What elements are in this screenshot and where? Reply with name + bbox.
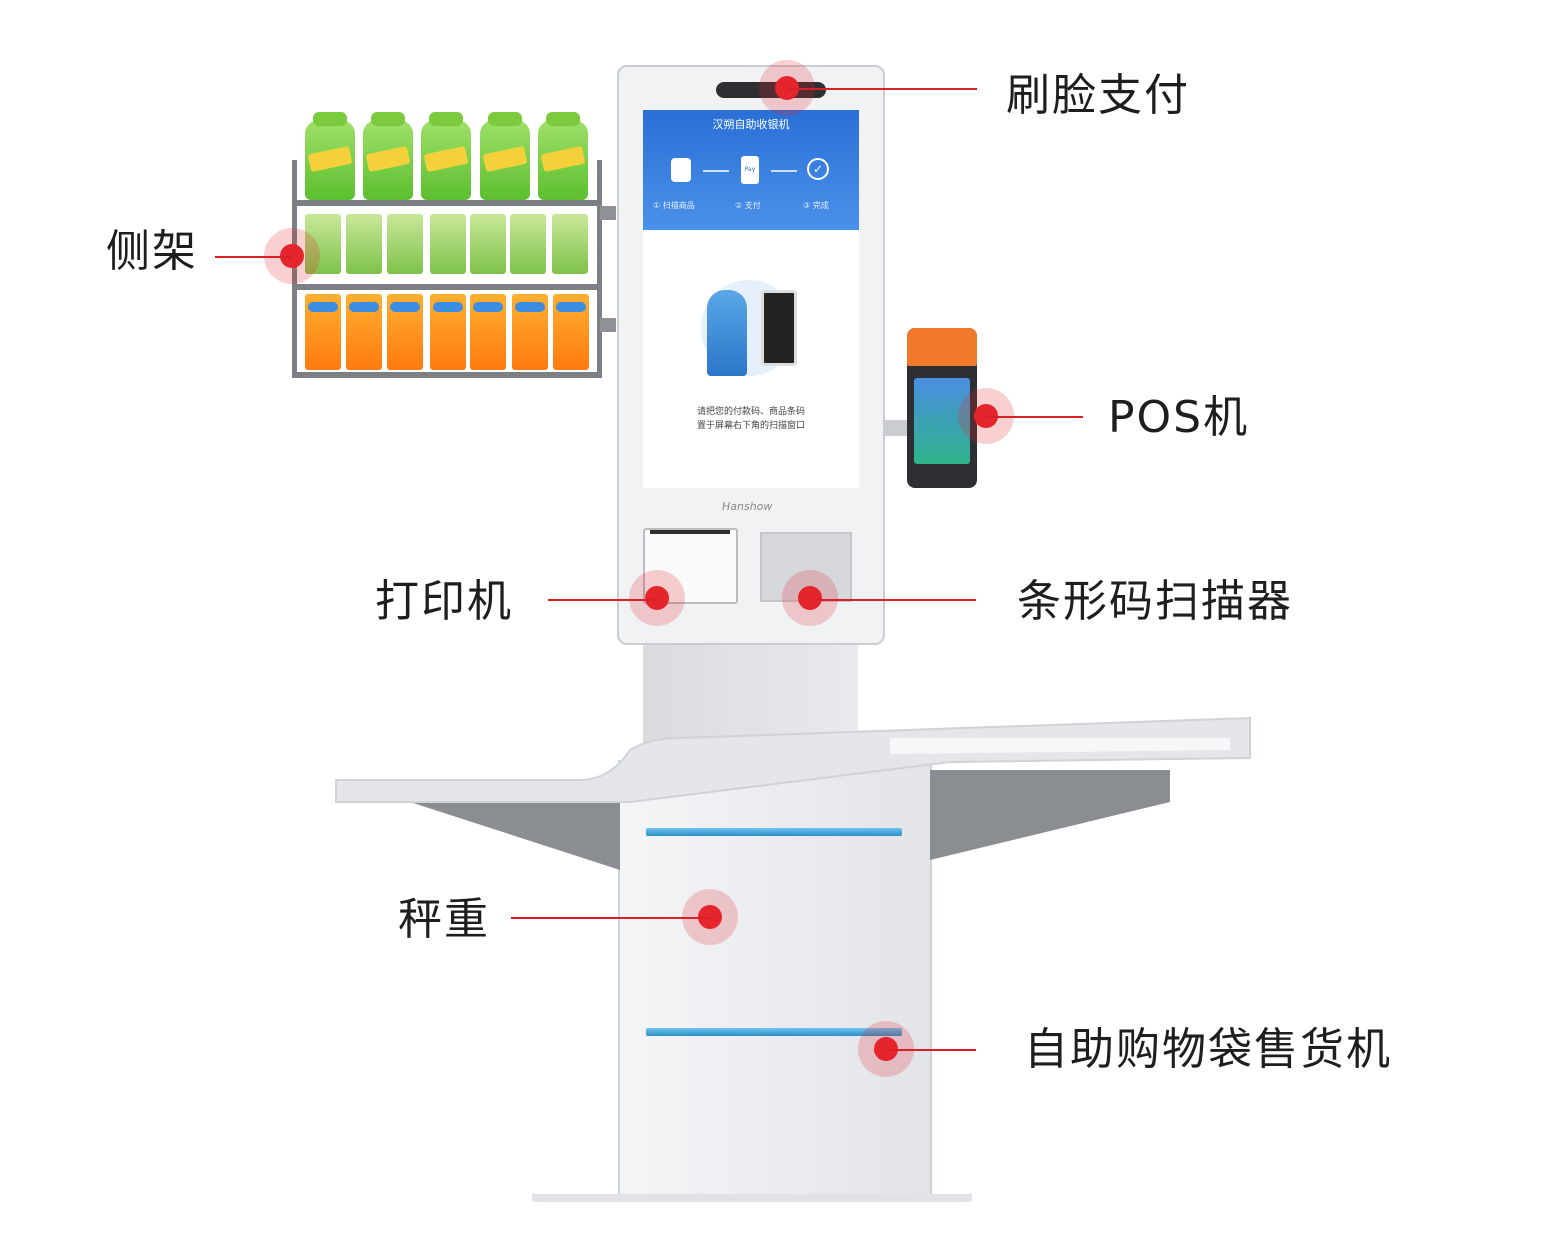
bag-vending-leader-line: [886, 1049, 976, 1051]
bag-slot-lower: [646, 1028, 902, 1036]
printer-leader-line: [548, 599, 657, 601]
gum-pack: [387, 214, 423, 274]
face-pay-label: 刷脸支付: [1006, 70, 1190, 121]
neck-column: [643, 640, 858, 750]
pos-label: POS机: [1108, 392, 1250, 443]
step-pay: ② 支付: [735, 201, 761, 210]
pos-mount-arm: [885, 420, 911, 436]
step-done: ③ 完成: [803, 201, 829, 210]
rack-bracket: [600, 206, 616, 220]
scan-prompt: 请把您的付款码、商品条码 置于屏幕右下角的扫描窗口: [643, 405, 859, 433]
gum-pack: [552, 214, 588, 274]
bag-vending-label: 自助购物袋售货机: [1024, 1024, 1392, 1075]
pos-printer-top: [907, 328, 977, 366]
printer-label: 打印机: [375, 576, 513, 627]
scan-prompt-line1: 请把您的付款码、商品条码: [696, 407, 805, 417]
arrow-right-icon: [703, 170, 729, 172]
gum-pack: [346, 214, 382, 274]
brand-logo: Hanshow: [722, 500, 773, 513]
screen-title: 汉朔自助收银机: [712, 118, 790, 131]
gum-jar: [363, 112, 413, 200]
rack-bracket: [600, 318, 616, 332]
gum-jar: [305, 112, 355, 200]
condom-box: [346, 294, 382, 370]
condom-box: [430, 294, 466, 370]
condom-box: [512, 294, 548, 370]
condom-box: [387, 294, 423, 370]
condom-box: [470, 294, 506, 370]
scale-label: 秤重: [398, 894, 490, 945]
arrow-right-icon: [771, 170, 797, 172]
scanner-label: 条形码扫描器: [1017, 576, 1293, 627]
gum-jar: [538, 112, 588, 200]
gum-jar: [480, 112, 530, 200]
gum-pack: [470, 214, 506, 274]
barcode-step-icon: [671, 158, 691, 182]
pos-leader-line: [986, 416, 1083, 418]
gum-pack: [510, 214, 546, 274]
check-circle-icon: ✓: [807, 158, 829, 180]
side-rack-leader-line: [215, 256, 292, 258]
platform-shelf: [335, 716, 1251, 870]
mini-kiosk-icon: [761, 290, 797, 366]
rack-shelf-2: [292, 284, 602, 290]
printer-marker: [645, 586, 669, 610]
bag-slot-upper: [646, 828, 902, 836]
rack-shelf-1: [292, 200, 602, 206]
shopper-figure: [707, 290, 747, 376]
scan-prompt-line2: 置于屏幕右下角的扫描窗口: [696, 421, 805, 431]
step-scan: ① 扫描商品: [653, 201, 695, 210]
base-plate: [532, 1194, 972, 1202]
face-pay-leader-line: [787, 88, 977, 90]
gum-jar: [421, 112, 471, 200]
gum-pack: [430, 214, 466, 274]
condom-box: [305, 294, 341, 370]
scanner-leader-line: [810, 599, 976, 601]
rack-shelf-3: [292, 372, 602, 378]
gum-pack: [305, 214, 341, 274]
pos-screen: [914, 378, 970, 464]
scanner-marker: [798, 586, 822, 610]
side-rack-label: 侧架: [106, 226, 198, 277]
printer-slot: [650, 530, 730, 534]
screen-header: 汉朔自助收银机 Pay ✓ ① 扫描商品 ② 支付 ③ 完成: [643, 110, 859, 230]
scale-leader-line: [511, 917, 710, 919]
touch-screen: 汉朔自助收银机 Pay ✓ ① 扫描商品 ② 支付 ③ 完成 请把您的付款码、商…: [643, 110, 859, 488]
pay-step-icon: Pay: [741, 156, 759, 184]
condom-box: [553, 294, 589, 370]
